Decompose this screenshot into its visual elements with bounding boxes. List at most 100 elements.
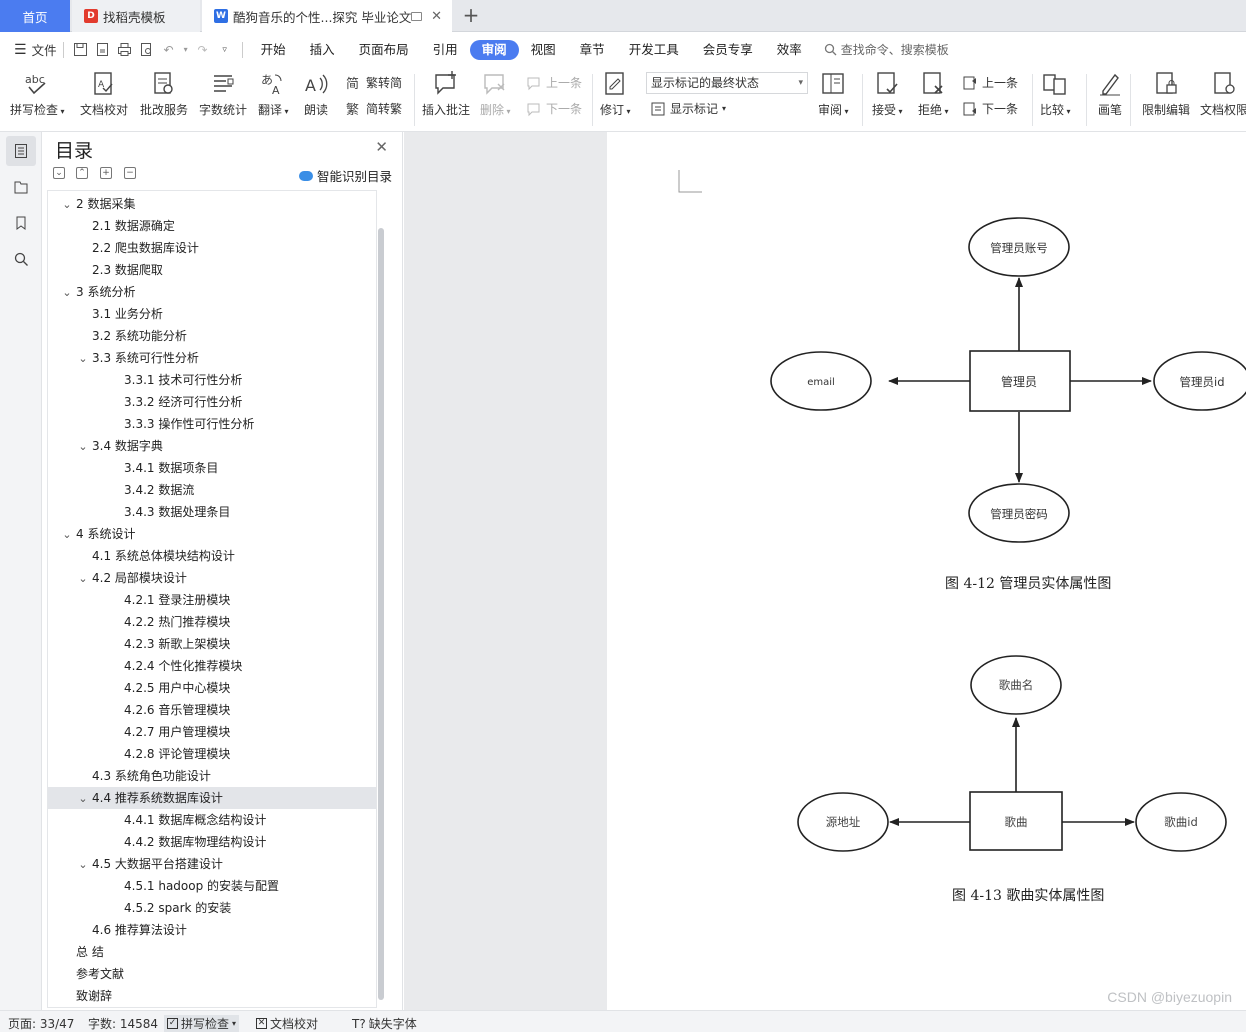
toc-item[interactable]: 3.3.2 经济可行性分析 [48, 391, 376, 413]
toc-item[interactable]: ⌄3.3 系统可行性分析 [48, 347, 376, 369]
word-count-button[interactable]: 字数统计 [199, 70, 247, 118]
review-pane-button[interactable]: 审阅 ▾ [818, 70, 849, 118]
export-pdf-icon[interactable] [94, 41, 112, 59]
toc-item[interactable]: 3.2 系统功能分析 [48, 325, 376, 347]
prev-comment-button[interactable]: 上一条 [526, 74, 582, 91]
pen-button[interactable]: 画笔 [1096, 70, 1124, 118]
read-aloud-button[interactable]: A 朗读 [302, 70, 330, 118]
print-icon[interactable] [116, 41, 134, 59]
chapter-nav-icon[interactable] [6, 172, 36, 202]
chevron-down-icon[interactable]: ⌄ [62, 286, 72, 299]
prev-change-button[interactable]: 上一条 [962, 74, 1018, 91]
toc-item[interactable]: 4.2.7 用户管理模块 [48, 721, 376, 743]
page-indicator[interactable]: 页面: 33/47 [8, 1017, 75, 1031]
menu-efficiency[interactable]: 效率 [776, 41, 802, 57]
toc-item[interactable]: ⌄4 系统设计 [48, 523, 376, 545]
add-heading-icon[interactable]: + [100, 167, 112, 179]
chevron-down-icon[interactable]: ⌄ [78, 792, 88, 805]
toc-item[interactable]: ⌄4.4 推荐系统数据库设计 [48, 787, 376, 809]
toc-item[interactable]: ⌄2 数据采集 [48, 193, 376, 215]
menu-insert[interactable]: 插入 [309, 41, 335, 57]
menu-section[interactable]: 章节 [579, 41, 605, 57]
status-spell-check[interactable]: ✓ 拼写检查▾ [164, 1015, 240, 1032]
tab-home[interactable]: 首页 [0, 0, 70, 32]
to-traditional-button[interactable]: 繁 简转繁 [346, 100, 402, 117]
toc-item[interactable]: 3.4.2 数据流 [48, 479, 376, 501]
collapse-all-icon[interactable]: ⌄ [53, 167, 65, 179]
restrict-edit-button[interactable]: 限制编辑 [1142, 70, 1190, 118]
accept-button[interactable]: 接受 ▾ [872, 70, 903, 118]
show-markup-button[interactable]: 显示标记▾ [650, 100, 726, 117]
spell-check-button[interactable]: abc 拼写检查 ▾ [10, 70, 65, 118]
expand-up-icon[interactable]: ⌃ [76, 167, 88, 179]
toc-item[interactable]: 3.3.1 技术可行性分析 [48, 369, 376, 391]
insert-comment-button[interactable]: 插入批注 [422, 70, 470, 118]
toc-item[interactable]: 4.2.1 登录注册模块 [48, 589, 376, 611]
track-changes-button[interactable]: 修订 ▾ [600, 70, 631, 118]
toc-item[interactable]: 4.2.2 热门推荐模块 [48, 611, 376, 633]
next-comment-button[interactable]: 下一条 [526, 100, 582, 117]
compare-button[interactable]: 比较 ▾ [1040, 70, 1071, 118]
document-page[interactable]: 管理员 管理员账号 email 管理员id 管理员密码 歌曲 歌曲名 [607, 132, 1246, 1010]
reject-button[interactable]: 拒绝 ▾ [918, 70, 949, 118]
find-icon[interactable] [6, 244, 36, 274]
word-count-indicator[interactable]: 字数: 14584 [88, 1017, 159, 1031]
bookmark-icon[interactable] [6, 208, 36, 238]
command-search[interactable]: 查找命令、搜索模板 [814, 41, 949, 58]
toc-item[interactable]: 3.4.3 数据处理条目 [48, 501, 376, 523]
toc-item[interactable]: 3.3.3 操作性可行性分析 [48, 413, 376, 435]
doc-permission-button[interactable]: 文档权限 [1200, 70, 1246, 118]
toc-item[interactable]: 4.2.4 个性化推荐模块 [48, 655, 376, 677]
toc-item[interactable]: 4.4.1 数据库概念结构设计 [48, 809, 376, 831]
toc-item[interactable]: 4.3 系统角色功能设计 [48, 765, 376, 787]
toc-item[interactable]: 4.5.1 hadoop 的安装与配置 [48, 875, 376, 897]
menu-review[interactable]: 审阅 [469, 39, 519, 60]
menu-developer[interactable]: 开发工具 [628, 41, 679, 57]
markup-state-select[interactable]: 显示标记的最终状态 ▾ [646, 72, 808, 94]
toc-item[interactable]: 2.1 数据源确定 [48, 215, 376, 237]
toc-item[interactable]: 2.2 爬虫数据库设计 [48, 237, 376, 259]
toc-item[interactable]: 4.6 推荐算法设计 [48, 919, 376, 941]
toc-item[interactable]: 4.1 系统总体模块结构设计 [48, 545, 376, 567]
to-simplified-button[interactable]: 简 繁转简 [346, 74, 402, 91]
review-service-button[interactable]: 批改服务 [140, 70, 188, 118]
chevron-down-icon[interactable]: ⌄ [78, 858, 88, 871]
chevron-down-icon[interactable]: ⌄ [78, 572, 88, 585]
tab-document[interactable]: W 酷狗音乐的个性...探究 毕业论文 ✕ [202, 0, 452, 32]
menu-member[interactable]: 会员专享 [702, 41, 753, 57]
chevron-down-icon[interactable]: ⌄ [62, 528, 72, 541]
toc-item[interactable]: ⌄4.2 局部模块设计 [48, 567, 376, 589]
toc-scrollbar[interactable] [378, 228, 384, 1000]
next-change-button[interactable]: 下一条 [962, 100, 1018, 117]
chevron-down-icon[interactable]: ⌄ [62, 198, 72, 211]
toc-item[interactable]: ⌄3 系统分析 [48, 281, 376, 303]
quick-access-more-icon[interactable]: ▿ [222, 44, 227, 55]
toc-item[interactable]: 4.2.8 评论管理模块 [48, 743, 376, 765]
undo-dropdown-icon[interactable]: ▾ [183, 45, 188, 54]
toc-item[interactable]: 致谢辞 [48, 985, 376, 1007]
chevron-down-icon[interactable]: ⌄ [78, 352, 88, 365]
tab-close-icon[interactable]: ✕ [431, 8, 442, 24]
toc-item[interactable]: 4.5.2 spark 的安装 [48, 897, 376, 919]
toc-item[interactable]: ⌄3.4 数据字典 [48, 435, 376, 457]
redo-icon[interactable]: ↷ [197, 42, 208, 57]
toc-item[interactable]: 2.3 数据爬取 [48, 259, 376, 281]
tab-wps-templates[interactable]: D 找稻壳模板 [72, 0, 200, 32]
toc-item[interactable]: 4.2.6 音乐管理模块 [48, 699, 376, 721]
toc-item[interactable]: 4.2.3 新歌上架模块 [48, 633, 376, 655]
toc-item[interactable]: 4.4.2 数据库物理结构设计 [48, 831, 376, 853]
toc-item[interactable]: 3.1 业务分析 [48, 303, 376, 325]
smart-detect-toc-button[interactable]: 智能识别目录 [298, 166, 392, 185]
doc-proofread-button[interactable]: A 文档校对 [80, 70, 128, 118]
save-icon[interactable] [72, 41, 90, 59]
toc-item[interactable]: 总 结 [48, 941, 376, 963]
toc-item[interactable]: ⌄4.5 大数据平台搭建设计 [48, 853, 376, 875]
chevron-down-icon[interactable]: ⌄ [78, 440, 88, 453]
print-preview-icon[interactable] [138, 41, 156, 59]
delete-comment-button[interactable]: 删除 ▾ [480, 70, 511, 118]
tab-window-icon[interactable] [411, 11, 422, 21]
toc-item[interactable]: 3.4.1 数据项条目 [48, 457, 376, 479]
file-menu[interactable]: ☰ 文件 [0, 40, 57, 59]
toc-item[interactable]: 4.2.5 用户中心模块 [48, 677, 376, 699]
